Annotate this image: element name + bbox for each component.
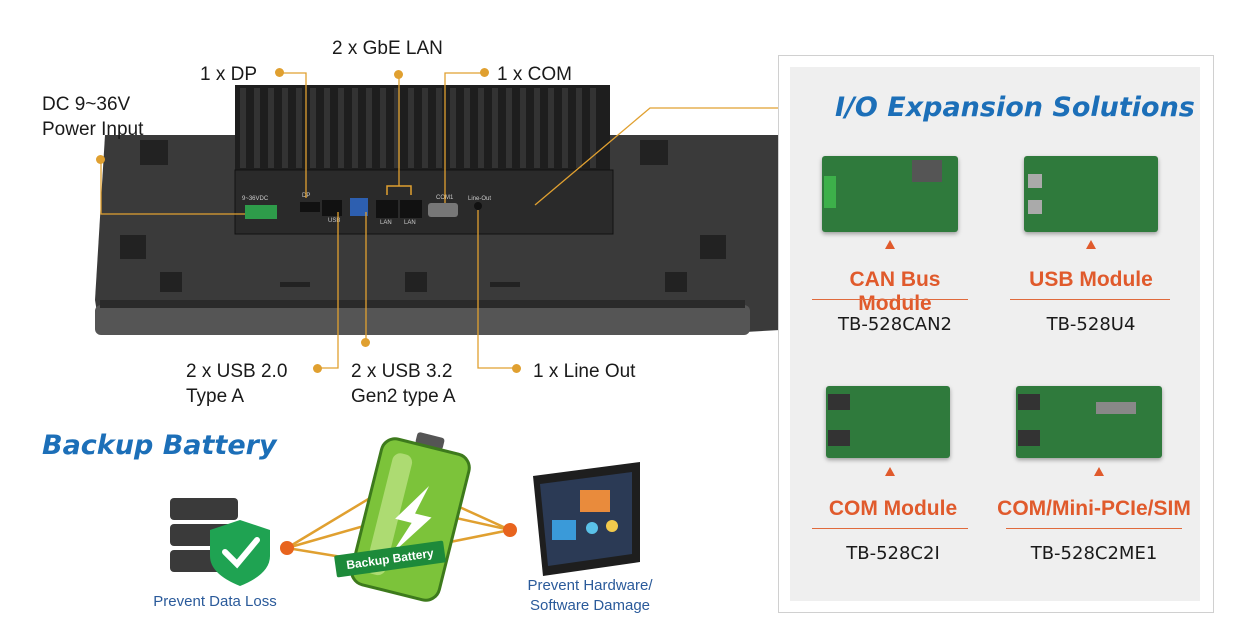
silk-lan-2: LAN xyxy=(404,220,416,226)
dp-port xyxy=(300,202,320,212)
label-usb32-line1: 2 x USB 3.2 xyxy=(351,361,453,382)
silk-power: 9~36VDC xyxy=(242,196,269,202)
silk-lan-1: LAN xyxy=(380,220,392,226)
silk-lineout: Line-Out xyxy=(468,196,492,202)
module-name-com: COM Module xyxy=(828,497,958,520)
lineout-jack xyxy=(474,202,482,210)
label-lan: 2 x GbE LAN xyxy=(332,38,443,59)
heatsink-fins xyxy=(240,88,596,168)
leader-dot-lan xyxy=(394,70,403,79)
label-usb20: 2 x USB 2.0 Type A xyxy=(186,359,287,409)
module-part-can: TB-528CAN2 xyxy=(838,314,952,335)
battery-title: Backup Battery xyxy=(42,430,277,461)
battery-icon xyxy=(350,432,471,602)
module-part-usb: TB-528U4 xyxy=(1046,314,1136,335)
device-bezel-edge xyxy=(95,305,750,335)
io-panel xyxy=(234,169,614,235)
usb20-port xyxy=(322,200,342,216)
label-usb20-line2: Type A xyxy=(186,386,245,407)
leader-dot-dc xyxy=(96,155,105,164)
leader-dot-dp xyxy=(275,68,284,77)
label-dc-input: DC 9~36V Power Input xyxy=(42,92,143,142)
module-name-can: CAN Bus Module xyxy=(849,268,941,315)
power-terminal xyxy=(245,205,277,219)
caption-prevent-damage-line1: Prevent Hardware/ xyxy=(527,577,653,594)
module-name-com-minipcie-sim: COM/Mini-PCIe/SIM xyxy=(997,497,1191,520)
lan-port-1 xyxy=(376,200,398,218)
pointer-usb xyxy=(1086,240,1096,249)
label-lineout: 1 x Line Out xyxy=(533,361,636,382)
label-usb32: 2 x USB 3.2 Gen2 type A xyxy=(351,359,456,409)
caption-prevent-damage-line2: Software Damage xyxy=(529,597,651,614)
shield-check-icon xyxy=(210,520,270,586)
module-part-com-minipcie-sim: TB-528C2ME1 xyxy=(1030,543,1158,564)
leader-dot-usb32 xyxy=(361,338,370,347)
expansion-title: I/O Expansion Solutions xyxy=(835,92,1195,123)
pointer-com-minipcie xyxy=(1094,467,1104,476)
label-usb32-line2: Gen2 type A xyxy=(351,386,456,407)
pointer-can xyxy=(885,240,895,249)
silk-usb: USB xyxy=(328,218,341,224)
caption-prevent-data-loss: Prevent Data Loss xyxy=(153,593,277,610)
module-name-usb: USB Module xyxy=(1029,268,1153,291)
label-dc-input-line1: DC 9~36V xyxy=(42,94,131,115)
com-minipcie-sim-board-image xyxy=(1016,386,1162,458)
leader-dot-com xyxy=(480,68,489,77)
com-board-image xyxy=(826,386,950,458)
battery-right-node xyxy=(503,523,517,537)
caption-prevent-damage: Prevent Hardware/ Software Damage xyxy=(505,576,675,616)
usb32-port xyxy=(350,198,368,216)
module-part-com: TB-528C2I xyxy=(846,543,940,564)
leader-dot-lineout xyxy=(512,364,521,373)
label-dp: 1 x DP xyxy=(200,64,258,85)
leader-dot-usb20 xyxy=(313,364,322,373)
label-com: 1 x COM xyxy=(497,64,572,85)
lan-port-2 xyxy=(400,200,422,218)
pointer-com xyxy=(885,467,895,476)
battery-left-node xyxy=(280,541,294,555)
label-dc-input-line2: Power Input xyxy=(42,119,144,140)
can-bus-board-image xyxy=(822,156,958,232)
label-usb20-line1: 2 x USB 2.0 xyxy=(186,361,288,382)
tablet-icon xyxy=(533,462,640,576)
com-port xyxy=(428,203,458,217)
usb-board-image xyxy=(1024,156,1158,232)
